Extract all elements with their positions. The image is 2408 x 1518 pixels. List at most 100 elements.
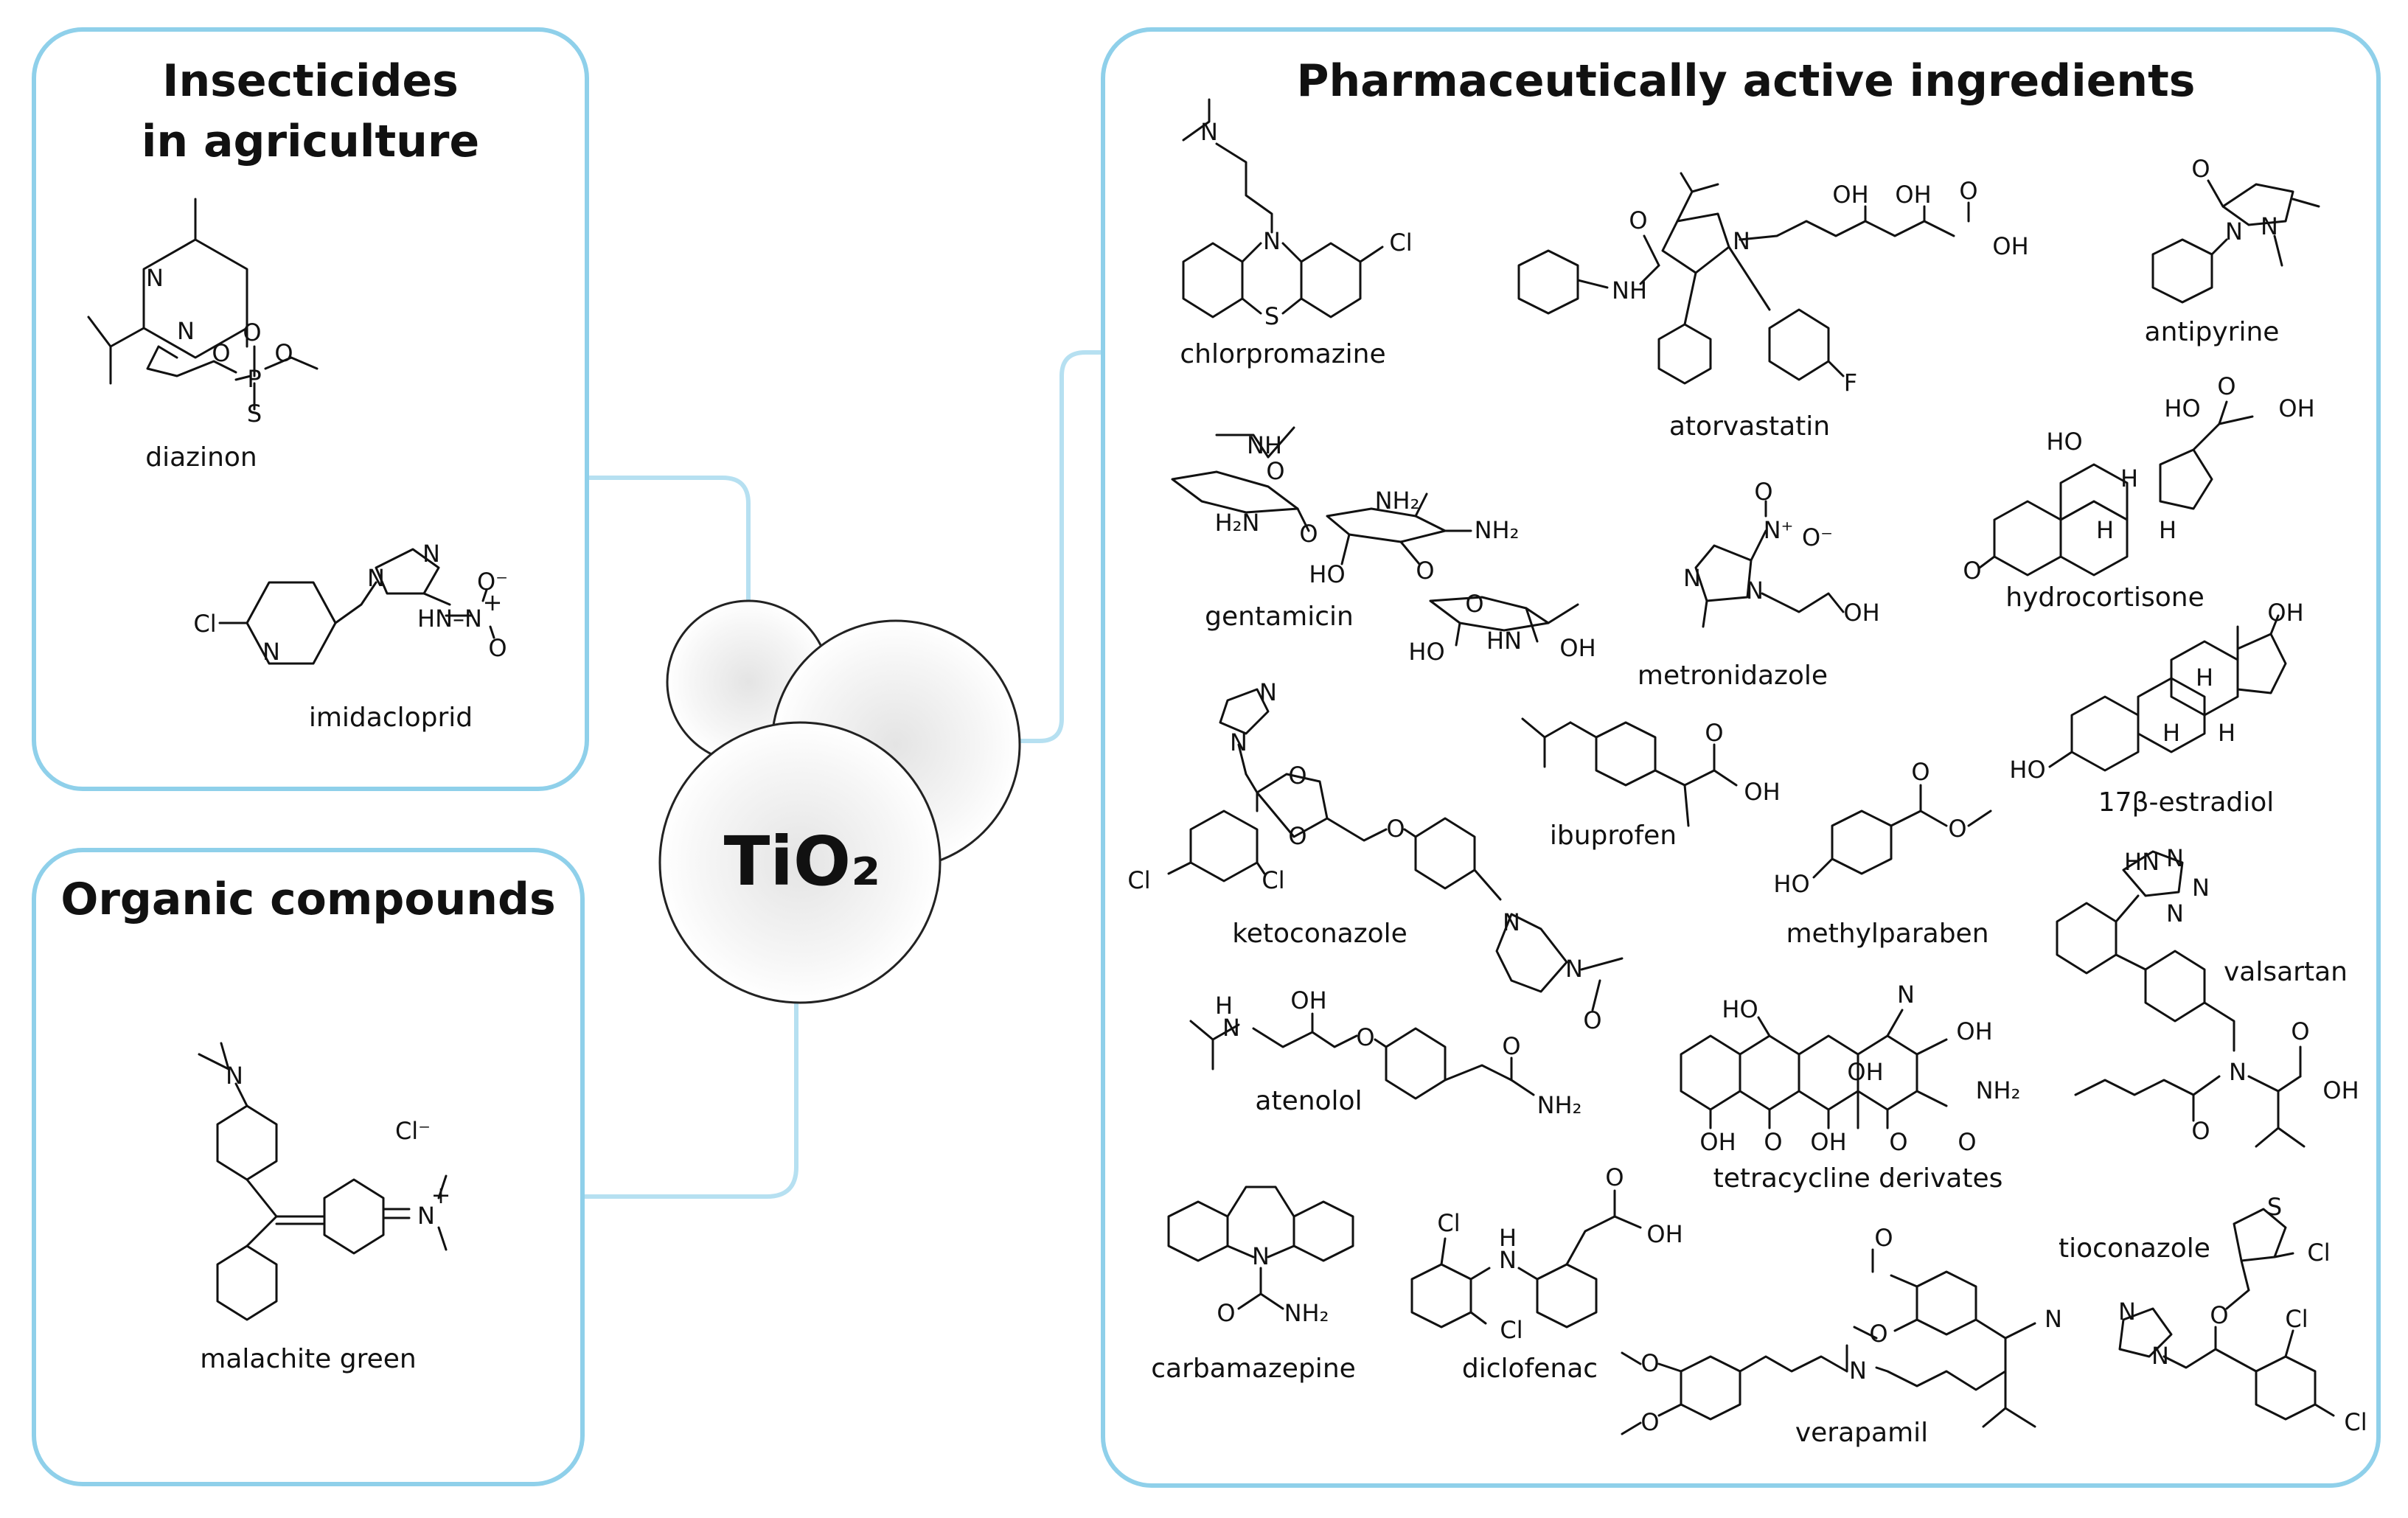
atenolol-atom-o-ether: O: [1356, 1023, 1374, 1051]
atenolol-label: atenolol: [1255, 1086, 1362, 1116]
verapamil-atom-o3: O: [1640, 1349, 1659, 1377]
verapamil-atom-o2: O: [1869, 1320, 1887, 1348]
particle-large: [658, 721, 942, 1004]
malachite-green-label: malachite green: [200, 1344, 416, 1374]
metronidazole-atom-n-plus: N⁺: [1764, 516, 1794, 544]
valsartan-atom-hn: HN: [2124, 848, 2160, 876]
gentamicin-atom-o2: O: [1299, 520, 1318, 548]
tetracycline-atom-oh2: OH: [1847, 1058, 1883, 1086]
imidacloprid-atom-o-minus: O⁻: [477, 568, 508, 596]
estradiol-atom-ho: HO: [2009, 756, 2045, 784]
malachite-atom-n2: N: [417, 1202, 435, 1230]
hydrocortisone-label: hydrocortisone: [2005, 582, 2205, 613]
valsartan-atom-n3: N: [2166, 899, 2184, 927]
tetracycline-atom-ho1: HO: [1722, 995, 1758, 1023]
compound-diclofenac: Cl H N O OH Cl diclofenac: [1410, 1163, 1683, 1384]
atorvastatin-atom-f: F: [1844, 369, 1857, 397]
compound-diazinon: N N O O P O S diazinon: [87, 198, 319, 473]
valsartan-atom-oh: OH: [2322, 1076, 2359, 1104]
diazinon-atom-o1: O: [243, 318, 261, 347]
chlorpromazine-atom-n-amine: N: [1200, 118, 1218, 146]
valsartan-atom-n2: N: [2192, 874, 2210, 902]
tetracycline-atom-n: N: [1897, 981, 1915, 1009]
insecticides-title-line1: Insecticides: [162, 55, 459, 107]
valsartan-atom-o2: O: [2291, 1017, 2309, 1045]
diazinon-atom-n2: N: [177, 317, 195, 345]
hydrocortisone-atom-h2: H: [2096, 516, 2114, 544]
compound-atorvastatin: O NH N OH OH O OH F atorvastatin: [1517, 172, 2029, 442]
valsartan-atom-n1: N: [2166, 844, 2184, 872]
imidacloprid-atom-cl: Cl: [193, 610, 216, 638]
hydrocortisone-atom-h3: H: [2159, 516, 2176, 544]
verapamil-atom-o1: O: [1874, 1224, 1893, 1252]
ketoconazole-atom-o3: O: [1386, 815, 1405, 843]
metronidazole-atom-n2: N: [1746, 577, 1764, 605]
insecticides-panel: [32, 27, 589, 791]
atorvastatin-label: atorvastatin: [1669, 411, 1830, 442]
chlorpromazine-label: chlorpromazine: [1180, 339, 1385, 369]
tetracycline-label: tetracycline derivates: [1713, 1163, 2003, 1194]
compound-metronidazole: O N⁺ O⁻ N N OH metronidazole: [1638, 478, 1880, 691]
atenolol-atom-h: H: [1215, 992, 1233, 1020]
gentamicin-atom-nh2-a: NH₂: [1375, 487, 1420, 515]
methylparaben-label: methylparaben: [1786, 919, 1988, 949]
ketoconazole-atom-n1: N: [1259, 678, 1277, 706]
compound-tioconazole: S Cl N N O Cl Cl tioconazole: [2059, 1193, 2367, 1436]
valsartan-atom-n4: N: [2229, 1058, 2247, 1086]
malachite-atom-plus: +: [431, 1181, 451, 1209]
ketoconazole-atom-o4: O: [1583, 1006, 1601, 1034]
compound-antipyrine: O N N antipyrine: [2145, 155, 2320, 347]
tetracycline-atom-o1: O: [1764, 1128, 1782, 1156]
imidacloprid-atom-hn-n: HN–N: [417, 605, 482, 633]
hydrocortisone-atom-h1: H: [2120, 464, 2138, 492]
gentamicin-atom-oh: OH: [1559, 634, 1596, 662]
compound-imidacloprid: N N Cl N HN–N O⁻ + O imidacloprid: [193, 540, 508, 733]
chlorpromazine-atom-s: S: [1264, 302, 1279, 330]
gentamicin-atom-nh: NH: [1247, 431, 1282, 459]
carbamazepine-atom-o: O: [1217, 1299, 1235, 1327]
tetracycline-atom-oh4: OH: [1810, 1128, 1846, 1156]
compound-atenolol: H N OH O O NH₂ atenolol: [1189, 986, 1581, 1119]
ketoconazole-atom-n2: N: [1230, 728, 1248, 756]
diazinon-label: diazinon: [145, 442, 257, 473]
ketoconazole-atom-cl2: Cl: [1262, 866, 1284, 894]
compound-chlorpromazine: N N S Cl chlorpromazine: [1180, 98, 1413, 369]
atorvastatin-atom-o-acid: O: [1959, 177, 1977, 205]
methylparaben-atom-o2: O: [1948, 815, 1966, 843]
organic-compounds-title: Organic compounds: [60, 874, 555, 925]
estradiol-atom-h1: H: [2196, 664, 2213, 692]
antipyrine-atom-n1: N: [2225, 217, 2243, 246]
verapamil-atom-n-nitrile: N: [2045, 1305, 2062, 1333]
compound-gentamicin: NH O H₂N O NH₂ NH₂ HO O O HO HN OH genta…: [1171, 426, 1596, 666]
hydrocortisone-atom-oh: OH: [2278, 394, 2314, 422]
gentamicin-atom-ho2: HO: [1408, 638, 1444, 666]
chlorpromazine-atom-cl: Cl: [1389, 229, 1412, 257]
imidacloprid-atom-n-pyridine: N: [262, 638, 280, 666]
compound-carbamazepine: N O NH₂ carbamazepine: [1151, 1185, 1356, 1384]
malachite-atom-cl-minus: Cl⁻: [395, 1117, 431, 1145]
diazinon-atom-o3: O: [274, 339, 293, 367]
diclofenac-atom-oh: OH: [1646, 1220, 1683, 1248]
atorvastatin-atom-o-amide: O: [1629, 206, 1647, 234]
compound-ibuprofen: O OH ibuprofen: [1521, 717, 1781, 851]
verapamil-label: verapamil: [1795, 1418, 1928, 1448]
imidacloprid-atom-n-ring2: N: [422, 540, 440, 568]
metronidazole-atom-n1: N: [1683, 564, 1701, 592]
pharmaceuticals-panel: [1101, 27, 2381, 1488]
pharmaceuticals-title: Pharmaceutically active ingredients: [1296, 55, 2195, 107]
compound-ketoconazole: N N O O O Cl Cl N N O ketoconazole: [1127, 678, 1624, 1034]
atenolol-atom-n: N: [1222, 1014, 1240, 1042]
atorvastatin-atom-nh: NH: [1612, 276, 1647, 304]
atorvastatin-atom-oh-acid: OH: [1992, 232, 2028, 260]
atorvastatin-atom-oh1: OH: [1832, 181, 1868, 209]
tioconazole-atom-o: O: [2210, 1301, 2228, 1329]
imidacloprid-atom-n-ring: N: [367, 564, 385, 592]
tetracycline-atom-nh2: NH₂: [1976, 1076, 2021, 1104]
methylparaben-atom-o1: O: [1911, 758, 1929, 786]
diclofenac-label: diclofenac: [1462, 1354, 1598, 1384]
connector-lines: [582, 350, 1103, 1199]
tio2-label: TiO₂: [724, 822, 881, 901]
tetracycline-atom-oh1: OH: [1956, 1017, 1992, 1045]
diclofenac-atom-h: H: [1499, 1224, 1517, 1252]
